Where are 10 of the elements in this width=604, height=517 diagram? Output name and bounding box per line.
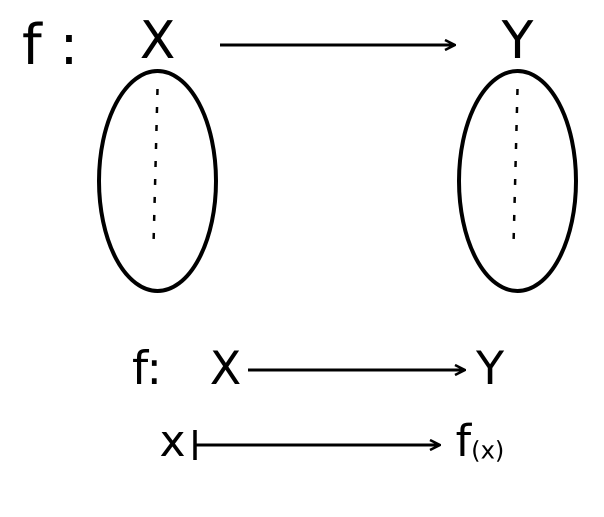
function-label: f: bbox=[132, 345, 162, 391]
math-term: X bbox=[210, 345, 242, 391]
function-label: f : bbox=[22, 18, 78, 74]
math-term: Y bbox=[476, 345, 504, 391]
set-name: X bbox=[140, 15, 176, 67]
math-term: x bbox=[159, 420, 186, 464]
arrow bbox=[248, 364, 466, 376]
arrow bbox=[220, 38, 456, 52]
arrow bbox=[193, 428, 442, 462]
set-name: Y bbox=[502, 15, 534, 67]
